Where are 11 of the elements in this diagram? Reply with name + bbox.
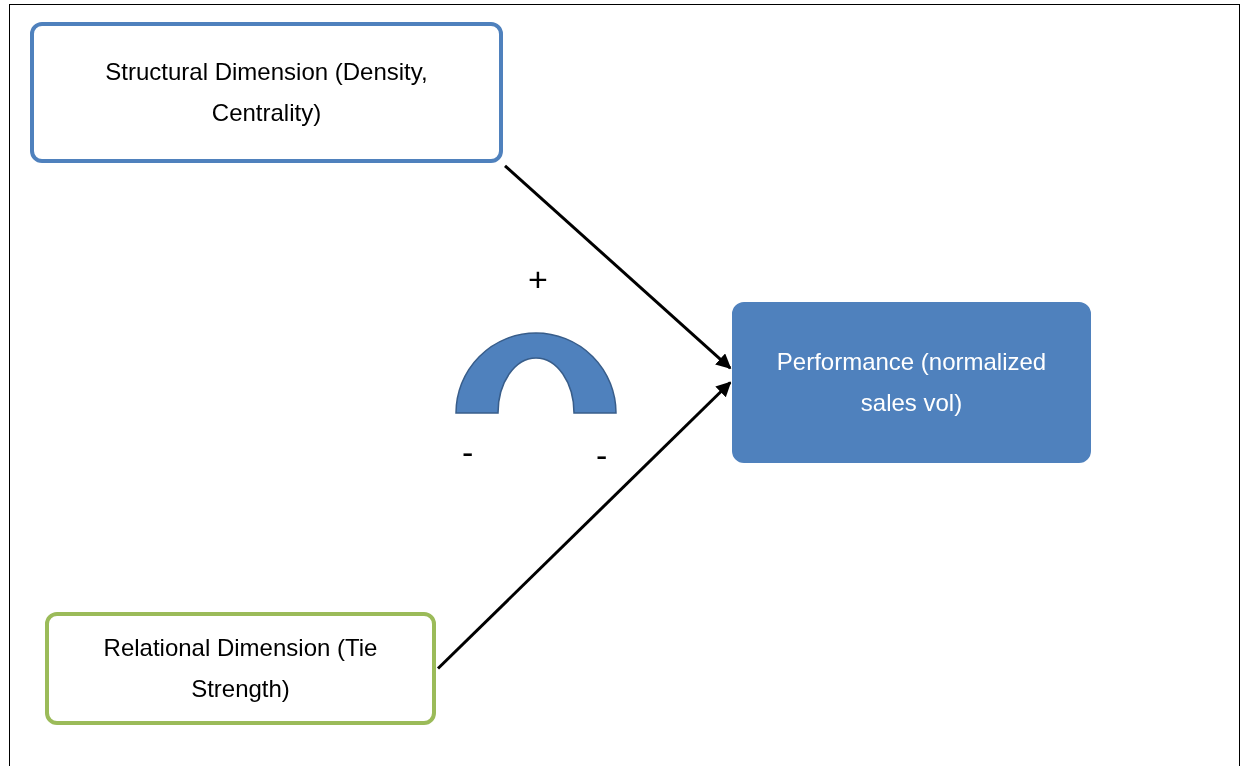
concept-box: [45, 612, 436, 725]
concept-box: [30, 22, 503, 163]
arrow: [504, 164, 732, 370]
minus-sign: -: [462, 435, 474, 469]
arrow: [436, 381, 732, 670]
node-label: Relational Dimension (Tie Strength): [102, 632, 379, 704]
plus-sign: +: [528, 262, 548, 296]
node-label: Structural Dimension (Density, Centrality): [104, 56, 429, 128]
outcome-box: [732, 302, 1091, 463]
minus-sign: -: [596, 438, 608, 472]
node-label: Performance (normalized sales vol): [775, 346, 1048, 418]
